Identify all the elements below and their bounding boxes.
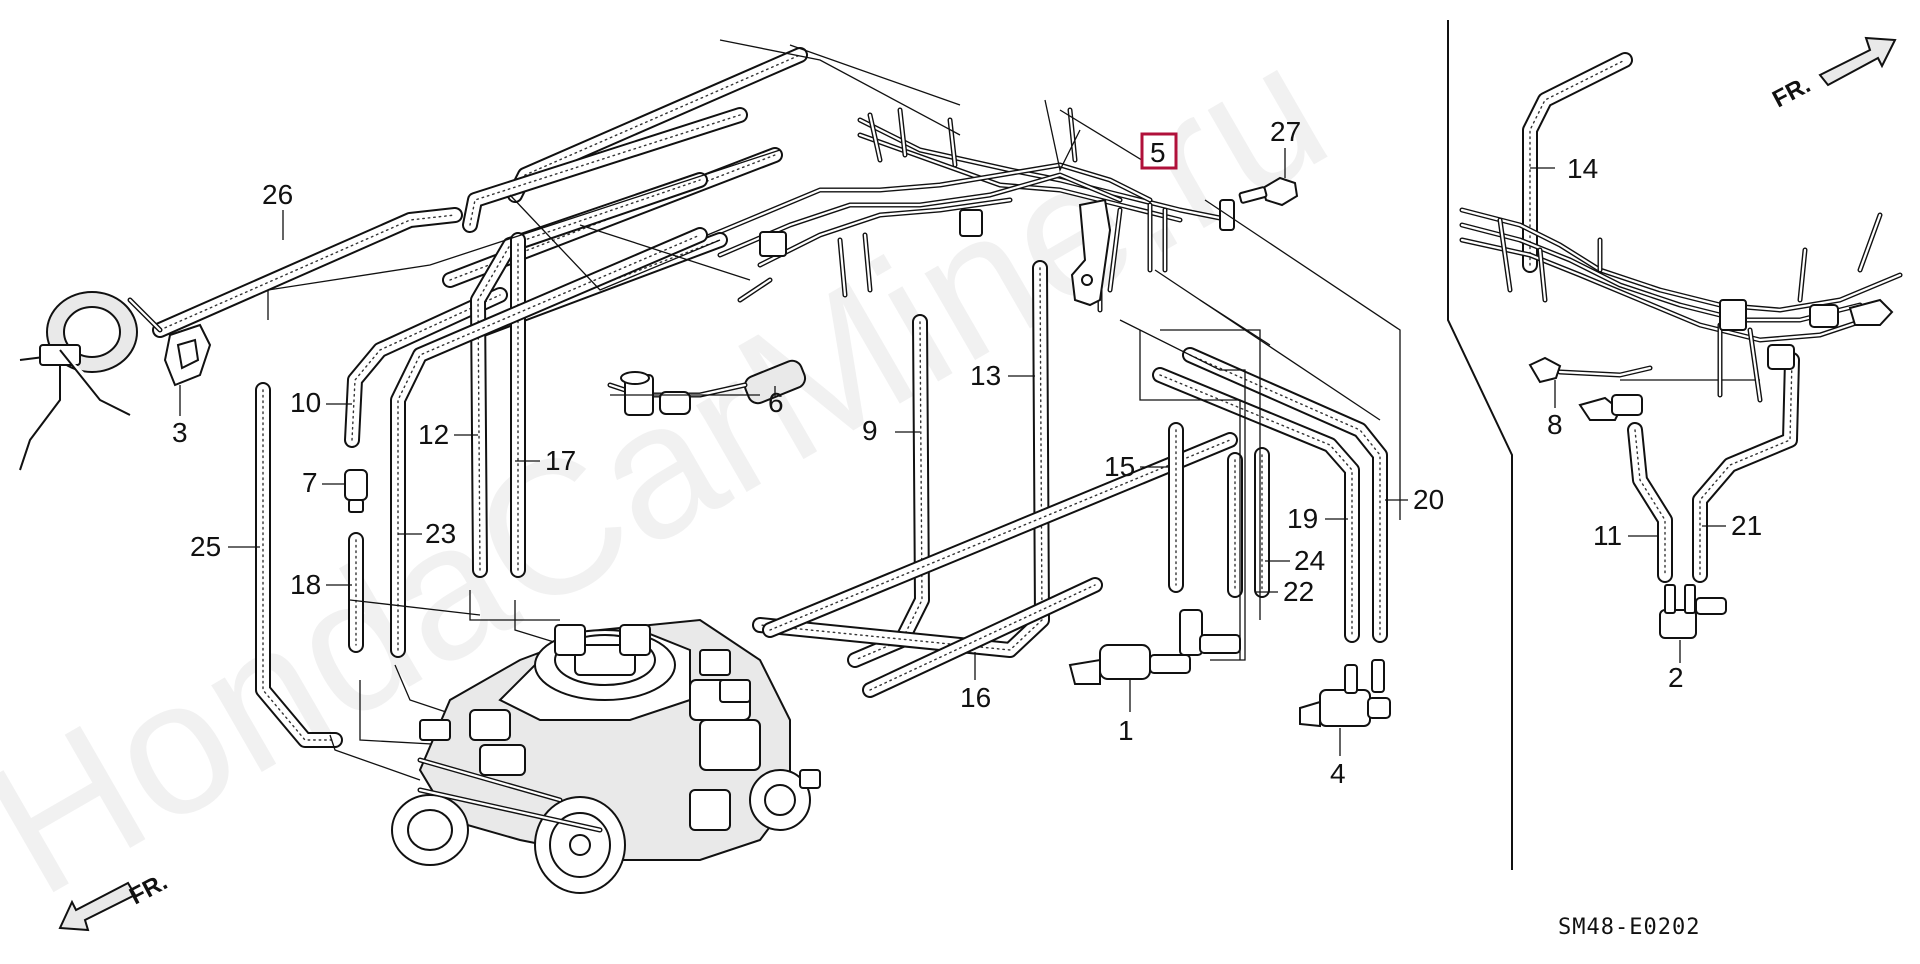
hose-12 (470, 172, 708, 578)
valve-4 (1299, 659, 1391, 728)
hose-upper-2 (462, 107, 748, 233)
label-27[interactable]: 27 (1270, 116, 1301, 147)
fr-arrow-top (1818, 36, 1897, 87)
label-10[interactable]: 10 (290, 387, 321, 418)
hose-13 (752, 260, 1050, 658)
label-24[interactable]: 24 (1294, 545, 1325, 576)
label-2[interactable]: 2 (1668, 662, 1684, 693)
label-9[interactable]: 9 (862, 415, 878, 446)
hose-21 (1692, 352, 1800, 583)
fr-arrow-bottom (58, 881, 137, 932)
diagram-code: SM48-E0202 (1558, 915, 1700, 940)
hose-11 (1627, 422, 1673, 583)
fr-label-top: FR. (1768, 71, 1815, 113)
label-3[interactable]: 3 (172, 417, 188, 448)
label-25[interactable]: 25 (190, 531, 221, 562)
label-15[interactable]: 15 (1104, 451, 1135, 482)
vacuum-hoses (152, 47, 1800, 748)
label-leaders (179, 148, 1726, 756)
label-20[interactable]: 20 (1413, 484, 1444, 515)
carburetor-assembly (391, 618, 821, 894)
inset-pipes (1459, 207, 1903, 639)
label-14[interactable]: 14 (1567, 153, 1598, 184)
hose-9 (847, 314, 930, 668)
valve-1 (1068, 609, 1241, 685)
bolt (1238, 176, 1299, 207)
label-4[interactable]: 4 (1330, 758, 1346, 789)
label-19[interactable]: 19 (1287, 503, 1318, 534)
label-7[interactable]: 7 (302, 467, 318, 498)
label-22[interactable]: 22 (1283, 576, 1314, 607)
hose-20 (1182, 347, 1388, 643)
inset-divider (1447, 20, 1513, 870)
selected-part-box (1140, 132, 1178, 170)
label-17[interactable]: 17 (545, 445, 576, 476)
hose-26 (152, 207, 463, 338)
hose-14 (1522, 52, 1633, 273)
pipe-assembly (697, 107, 1235, 313)
hose-16 (862, 577, 1103, 698)
hose-25 (255, 382, 343, 748)
label-26[interactable]: 26 (262, 179, 293, 210)
filter (607, 359, 807, 416)
hose-mid-diag (762, 432, 1238, 638)
label-1[interactable]: 1 (1118, 715, 1134, 746)
clip (163, 323, 212, 387)
canister-diaphragm (19, 291, 163, 471)
label-6[interactable]: 6 (768, 387, 784, 418)
label-13[interactable]: 13 (970, 360, 1001, 391)
label-23[interactable]: 23 (425, 518, 456, 549)
label-5[interactable]: 5 (1150, 137, 1166, 168)
connector (344, 469, 368, 513)
label-12[interactable]: 12 (418, 419, 449, 450)
label-16[interactable]: 16 (960, 682, 991, 713)
hose-10 (344, 287, 508, 448)
leader-lines (267, 39, 1760, 781)
label-21[interactable]: 21 (1731, 510, 1762, 541)
label-18[interactable]: 18 (290, 569, 321, 600)
label-8[interactable]: 8 (1547, 409, 1563, 440)
label-11[interactable]: 11 (1593, 520, 1622, 551)
hose-23 (390, 227, 708, 658)
